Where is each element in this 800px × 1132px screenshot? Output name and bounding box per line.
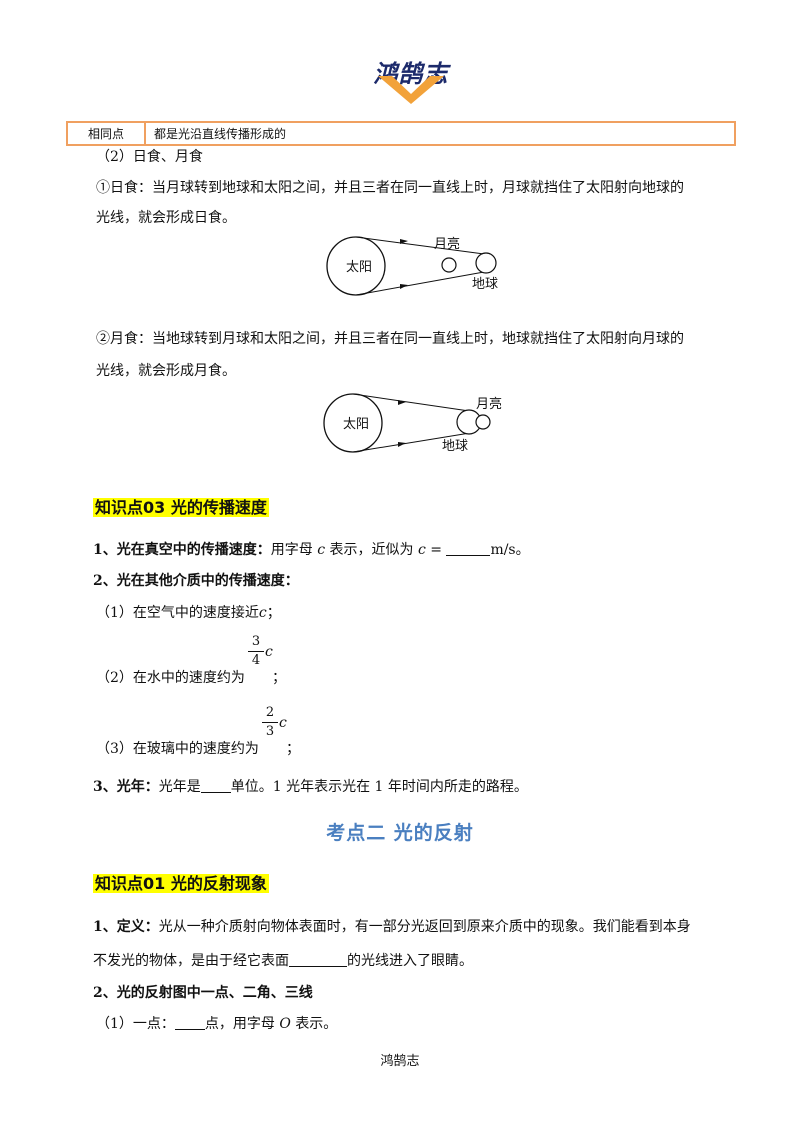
ray-bottom <box>352 431 477 453</box>
punct: ； <box>266 605 281 621</box>
kp01-sub1-text2: 点，用字母 <box>204 1016 275 1032</box>
table-label: 相同点 <box>66 121 146 146</box>
arrow-bottom-icon <box>398 442 406 447</box>
kp01-sub1-text3: 表示。 <box>295 1016 338 1032</box>
kp03-item1-text2: 表示，近似为 <box>329 542 414 558</box>
var-c: c <box>279 715 287 731</box>
fraction-numerator: 3 <box>251 634 261 649</box>
earth-circle <box>475 252 497 274</box>
moon-label: 月亮 <box>476 396 502 412</box>
kp01-definition-text: 光从一种介质射向物体表面时，有一部分光返回到原来介质中的现象。我们能看到本身 <box>158 919 691 935</box>
fraction-denominator: 4 <box>251 653 261 668</box>
answer-blank[interactable] <box>446 540 491 556</box>
kp01-def-text2b: 的光线进入了眼睛。 <box>347 953 473 969</box>
kp03-heading-wrap: 知识点03 光的传播速度 <box>93 497 269 519</box>
kp03-sub3: （3）在玻璃中的速度约为 <box>96 741 259 757</box>
moon-label: 月亮 <box>434 236 460 252</box>
kp01-heading-wrap: 知识点01 光的反射现象 <box>93 873 269 895</box>
kp03-item1-label: 1、光在真空中的传播速度： <box>93 542 271 558</box>
sun-label: 太阳 <box>343 417 369 432</box>
ray-top <box>355 236 485 255</box>
earth-label: 地球 <box>472 277 498 292</box>
arrow-top-icon <box>398 400 406 405</box>
lunar-eclipse-line2: 光线，就会形成月食。 <box>96 363 236 379</box>
kp03-heading: 知识点03 光的传播速度 <box>93 498 269 517</box>
sun-label: 太阳 <box>346 260 372 275</box>
kp03-item2: 2、光在其他介质中的传播速度： <box>93 573 299 589</box>
fraction-three-quarters: 3 4 <box>248 634 264 669</box>
kp03-sub2: （2）在水中的速度约为 <box>96 670 245 686</box>
arrow-bottom-icon <box>400 284 408 289</box>
arrow-top-icon <box>400 239 408 244</box>
moon-circle <box>475 414 491 430</box>
logo-chevron-icon <box>378 76 444 104</box>
var-c: c <box>417 542 426 558</box>
var-c: c <box>265 644 273 660</box>
kp01-sub1: （1）一点： 点，用字母 O 表示。 <box>96 1014 337 1034</box>
equals-sign: = <box>430 542 442 558</box>
kp03-sub1-text: （1）在空气中的速度接近 <box>96 605 259 621</box>
punct: ； <box>272 670 286 686</box>
kp01-definition-line2: 不发光的物体，是由于经它表面 的光线进入了眼睛。 <box>93 951 473 971</box>
kp03-item1-text: 用字母 <box>270 542 313 558</box>
fraction-numerator: 2 <box>265 705 275 720</box>
lunar-eclipse-diagram: 太阳 月亮 地球 <box>323 393 502 454</box>
page-footer: 鸿鹄志 <box>380 1054 420 1069</box>
fraction-denominator: 3 <box>265 724 275 739</box>
moon-circle <box>441 257 457 273</box>
kp03-sub1: （1）在空气中的速度接近c； <box>96 603 281 623</box>
kp03-item3-label: 3、光年： <box>93 779 159 795</box>
var-c: c <box>317 542 326 558</box>
answer-blank[interactable] <box>200 777 231 793</box>
ray-top <box>352 393 477 413</box>
var-c: c <box>258 605 267 621</box>
logo: 鸿鹄志 <box>356 48 466 106</box>
table-value: 都是光沿直线传播形成的 <box>144 121 736 146</box>
fraction-two-thirds: 2 3 <box>262 705 278 740</box>
kp03-item3: 3、光年：光年是 单位。1 光年表示光在 1 年时间内所走的路程。 <box>93 777 528 797</box>
table-row: 相同点 都是光沿直线传播形成的 <box>66 121 736 146</box>
ray-bottom <box>355 271 485 296</box>
var-o: O <box>279 1016 291 1032</box>
kp03-item3-text1: 光年是 <box>158 779 201 795</box>
section-title: 考点二 光的反射 <box>326 822 474 844</box>
punct: ； <box>286 741 300 757</box>
earth-label: 地球 <box>442 439 468 454</box>
eclipse-subtitle: （2）日食、月食 <box>96 149 203 165</box>
kp01-definition-line1: 1、定义：光从一种介质射向物体表面时，有一部分光返回到原来介质中的现象。我们能看… <box>93 917 691 937</box>
answer-blank[interactable] <box>174 1014 205 1030</box>
kp01-item2: 2、光的反射图中一点、二角、三线 <box>93 985 313 1001</box>
answer-blank[interactable] <box>289 951 347 967</box>
kp01-def-text2a: 不发光的物体，是由于经它表面 <box>93 953 289 969</box>
solar-eclipse-line2: 光线，就会形成日食。 <box>96 210 236 226</box>
solar-eclipse-line1: ①日食：当月球转到地球和太阳之间，并且三者在同一直线上时，月球就挡住了太阳射向地… <box>96 180 684 196</box>
solar-eclipse-diagram: 太阳 月亮 地球 <box>326 236 498 296</box>
comparison-table: 相同点 都是光沿直线传播形成的 <box>66 121 736 146</box>
kp01-heading: 知识点01 光的反射现象 <box>93 874 269 893</box>
kp03-item1: 1、光在真空中的传播速度：用字母 c 表示，近似为 c = m/s。 <box>93 540 530 560</box>
kp03-item3-text2: 单位。1 光年表示光在 1 年时间内所走的路程。 <box>230 779 528 795</box>
kp01-sub1-text: （1）一点： <box>96 1016 175 1032</box>
kp01-definition-label: 1、定义： <box>93 919 159 935</box>
lunar-eclipse-line1: ②月食：当地球转到月球和太阳之间，并且三者在同一直线上时，地球就挡住了太阳射向月… <box>96 331 684 347</box>
unit-text: m/s。 <box>490 542 530 558</box>
